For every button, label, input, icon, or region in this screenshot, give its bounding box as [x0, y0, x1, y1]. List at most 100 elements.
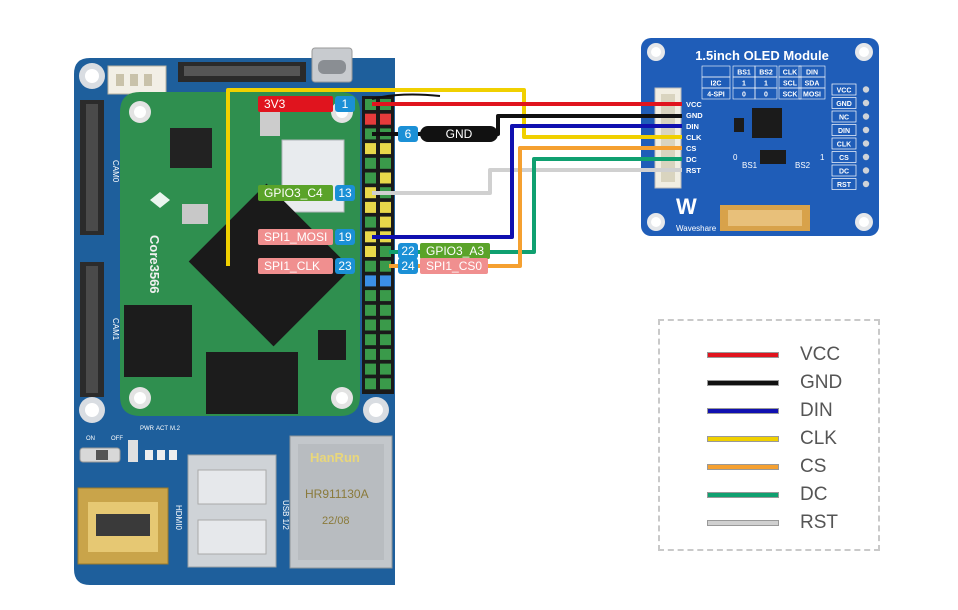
jumper-0-label: 0	[733, 153, 738, 162]
legend-item-dc: DC	[660, 481, 878, 509]
pwr-label: PWR	[140, 426, 155, 432]
table-cell-text: MOSI	[803, 92, 821, 99]
gpio-pin	[380, 290, 391, 302]
oled-pin-label: CS	[686, 144, 696, 153]
oled-pin-label: DIN	[686, 122, 699, 131]
legend-swatch	[708, 493, 778, 497]
pin-number: 6	[398, 126, 418, 142]
bs1-label: BS1	[742, 161, 758, 170]
gpio-header	[362, 96, 394, 394]
gpio-pin	[380, 378, 391, 390]
side-pin-hole	[862, 140, 870, 147]
core3566-board: CAM0 CAM1 Core3566	[74, 47, 395, 585]
table-cell-text: CLK	[783, 70, 797, 77]
m2-label: M.2	[170, 426, 181, 432]
hdmi-port: HDMI0	[77, 487, 183, 565]
table-cell-text: BS1	[737, 70, 751, 77]
side-pin-box	[831, 124, 857, 136]
legend-label: CLK	[800, 428, 837, 449]
table-cell-text: I2C	[711, 81, 722, 88]
core3566-label: Core3566	[147, 235, 162, 294]
gpio-pin	[380, 113, 391, 125]
legend-label: DC	[800, 484, 828, 505]
gpio-pin	[380, 201, 391, 213]
gpio-pin	[380, 319, 391, 331]
table-cell-text: 4-SPI	[707, 92, 725, 99]
legend-swatch	[708, 409, 778, 413]
gpio-pin	[365, 231, 376, 243]
table-cell-text: 1	[764, 81, 768, 88]
side-pin-label: CLK	[837, 142, 851, 149]
wire-rst	[372, 168, 682, 195]
gpio-pin	[365, 348, 376, 360]
table-cell-text: SCK	[783, 92, 798, 99]
oled-pin-label: DC	[686, 155, 697, 164]
usb-port: USB 1/2	[187, 454, 290, 568]
gpio-pin	[365, 378, 376, 390]
oled-pin-label: VCC	[686, 100, 702, 109]
legend-item-cs: CS	[660, 453, 878, 481]
side-pin-hole	[862, 153, 870, 161]
cam1-connector: CAM1	[80, 262, 120, 397]
core-module: Core3566	[120, 92, 360, 416]
side-pin-box	[831, 97, 857, 109]
gpio-pin	[365, 113, 376, 125]
gpio-pin	[365, 128, 376, 140]
legend-item-din: DIN	[660, 397, 878, 425]
side-pin-label: DIN	[838, 128, 850, 135]
pin-label-spi1-cs0: SPI1_CS0	[420, 258, 489, 274]
pin-label-3v3: 3V3	[258, 96, 333, 112]
legend-item-rst: RST	[660, 509, 878, 537]
legend-swatch	[708, 381, 778, 385]
side-pin-box	[831, 83, 857, 96]
legend-label: GND	[800, 372, 843, 393]
table-cell-text: 0	[742, 92, 746, 99]
side-pin-hole	[862, 167, 870, 174]
side-pin-label: GND	[836, 101, 852, 108]
table-cell	[798, 87, 826, 100]
gpio-pin	[380, 246, 391, 257]
legend-label: CS	[800, 456, 827, 477]
gpio-pin	[365, 334, 376, 346]
legend-label: RST	[800, 512, 838, 533]
side-pin-label: VCC	[837, 88, 852, 95]
oled-pin-label: GND	[686, 111, 703, 120]
pin-number: 23	[335, 258, 355, 274]
table-cell-text: SDA	[805, 81, 820, 88]
side-pin-box	[831, 137, 857, 150]
side-pin-box	[831, 178, 857, 190]
pin-number: 22	[398, 243, 418, 259]
table-cell-text: 1	[742, 81, 746, 88]
table-cell	[778, 87, 802, 100]
side-pin-box	[831, 151, 857, 163]
gpio-pin	[380, 304, 391, 316]
gpio-pin	[365, 172, 376, 184]
waveshare-logo-icon: W	[676, 194, 697, 219]
gpio-pin	[365, 363, 376, 375]
gpio-pin	[365, 157, 376, 169]
wire-tip	[371, 93, 441, 100]
bs2-label: BS2	[795, 161, 811, 170]
side-pin-label: RST	[837, 182, 852, 189]
gpio-pin	[365, 290, 376, 302]
gpio-pin	[380, 334, 391, 346]
table-cell-text: 0	[764, 92, 768, 99]
table-cell-text: DIN	[806, 70, 818, 77]
cam1-label: CAM1	[111, 318, 120, 341]
side-pin-hole	[862, 126, 870, 134]
gpio-pin	[365, 143, 376, 155]
side-pin-hole	[862, 86, 870, 93]
side-pin-hole	[862, 180, 870, 188]
side-pin-box	[831, 164, 857, 177]
pin-number: 13	[335, 185, 355, 201]
gpio-pin	[365, 216, 376, 228]
jumper-1-label: 1	[820, 153, 825, 162]
gpio-pin	[365, 319, 376, 331]
cam0-label: CAM0	[111, 160, 120, 183]
table-cell	[701, 87, 731, 100]
side-pin-hole	[862, 99, 870, 107]
